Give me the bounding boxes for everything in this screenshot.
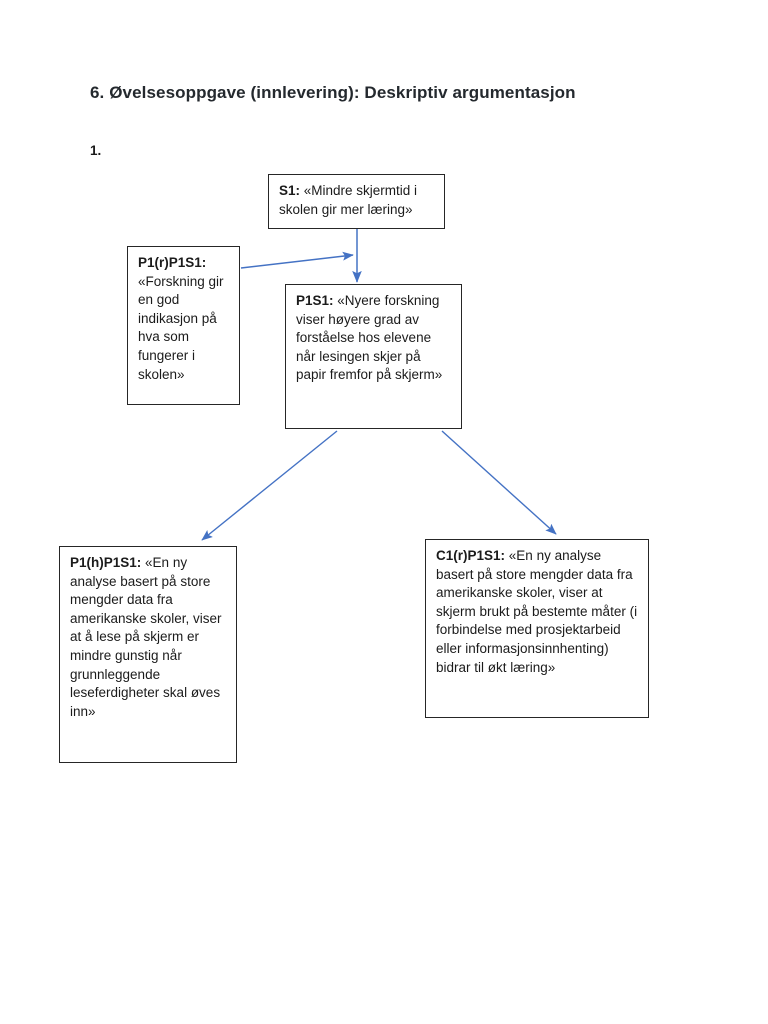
- premiss-h-box: P1(h)P1S1: «En ny analyse basert på stor…: [59, 546, 237, 763]
- page-title: 6. Øvelsesoppgave (innlevering): Deskrip…: [90, 83, 576, 102]
- arrow-p1r-to-p1s1: [240, 251, 354, 269]
- premiss-h-box-label: P1(h)P1S1:: [70, 555, 142, 570]
- standpunkt-box: S1: «Mindre skjermtid i skolen gir mer l…: [268, 174, 445, 229]
- premiss-r-box-label: P1(r)P1S1:: [138, 255, 207, 270]
- arrow-p1s1-to-p1h: [201, 430, 338, 541]
- standpunkt-box-label: S1:: [279, 183, 301, 198]
- premiss-box-label: P1S1:: [296, 293, 334, 308]
- motargument-box-label: C1(r)P1S1:: [436, 548, 506, 563]
- arrow-p1s1-to-c1r: [441, 430, 557, 535]
- list-item-number: 1.: [90, 143, 102, 158]
- premiss-box-text: «Nyere forskning viser høyere grad av fo…: [296, 293, 443, 383]
- premiss-r-box-text: «Forskning gir en god indikasjon på hva …: [138, 273, 224, 382]
- motargument-box-text: «En ny analyse basert på store mengder d…: [436, 548, 638, 675]
- premiss-h-box-text: «En ny analyse basert på store mengder d…: [70, 555, 222, 719]
- motargument-box: C1(r)P1S1: «En ny analyse basert på stor…: [425, 539, 649, 718]
- premiss-r-box: P1(r)P1S1: «Forskning gir en god indikas…: [127, 246, 240, 405]
- premiss-box: P1S1: «Nyere forskning viser høyere grad…: [285, 284, 462, 429]
- standpunkt-box-text: «Mindre skjermtid i skolen gir mer lærin…: [279, 183, 418, 217]
